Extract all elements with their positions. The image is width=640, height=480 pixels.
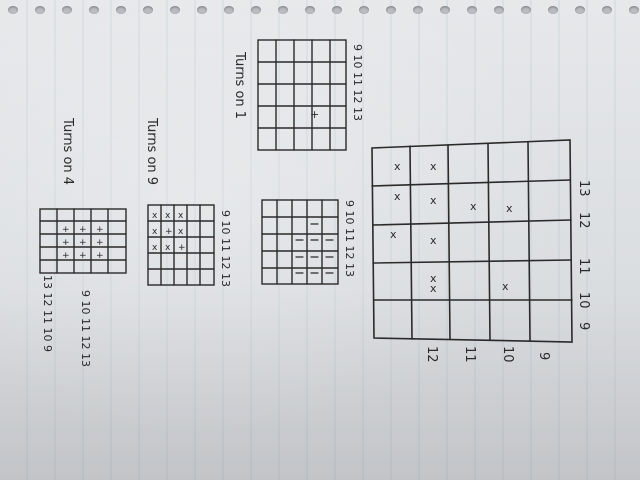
spiral-hole xyxy=(62,6,72,14)
svg-text:x: x xyxy=(178,211,184,221)
large-grid-side-labels: 13 12 11 10 9 12 11 10 9 xyxy=(424,180,591,363)
svg-text:+: + xyxy=(310,108,319,121)
spiral-hole xyxy=(35,6,45,14)
svg-text:+: + xyxy=(62,225,70,235)
spiral-hole xyxy=(170,6,180,14)
spiral-hole xyxy=(359,6,369,14)
spiral-hole xyxy=(467,6,477,14)
spiral-hole xyxy=(332,6,342,14)
spiral-hole xyxy=(116,6,126,14)
svg-text:x: x xyxy=(430,160,437,173)
spiral-hole xyxy=(413,6,423,14)
svg-text:+: + xyxy=(96,225,104,235)
spiral-hole xyxy=(548,6,558,14)
grid4-col-labels: 9 10 11 12 13 xyxy=(351,44,364,121)
svg-text:x: x xyxy=(470,200,477,213)
spiral-hole xyxy=(305,6,315,14)
svg-text:x: x xyxy=(165,211,171,221)
grid-turns-on-4: +++ +++ +++ 13 12 11 10 9 9 10 11 12 13 … xyxy=(39,117,127,367)
svg-text:+: + xyxy=(79,238,87,248)
svg-text:x: x xyxy=(390,228,397,241)
svg-text:11: 11 xyxy=(462,346,477,363)
spiral-hole xyxy=(8,6,18,14)
svg-text:11: 11 xyxy=(576,258,591,275)
svg-text:x: x xyxy=(502,280,509,293)
svg-text:10: 10 xyxy=(576,292,591,309)
spiral-hole xyxy=(224,6,234,14)
spiral-hole xyxy=(251,6,261,14)
svg-text:+: + xyxy=(178,243,186,253)
svg-text:x: x xyxy=(394,160,401,173)
spiral-hole xyxy=(521,6,531,14)
grid-turns-on-1: + Turns on 1 9 10 11 12 13 xyxy=(232,39,364,151)
label-turns-on-9: Turns on 9 xyxy=(144,117,159,185)
svg-text:12: 12 xyxy=(576,212,591,229)
spiral-hole xyxy=(440,6,450,14)
svg-text:x: x xyxy=(430,282,437,295)
svg-text:x: x xyxy=(430,234,437,247)
svg-text:13: 13 xyxy=(576,180,591,197)
spiral-hole xyxy=(494,6,504,14)
svg-text:+: + xyxy=(62,251,70,261)
grid-dashes: 9 10 11 12 13 xyxy=(261,199,356,285)
svg-text:+: + xyxy=(165,227,173,237)
svg-text:9: 9 xyxy=(576,322,591,330)
svg-text:10: 10 xyxy=(500,346,515,363)
svg-text:x: x xyxy=(506,202,513,215)
spiral-hole xyxy=(575,6,585,14)
svg-text:12: 12 xyxy=(424,346,439,363)
spiral-hole xyxy=(602,6,612,14)
svg-text:+: + xyxy=(79,251,87,261)
svg-text:+: + xyxy=(96,238,104,248)
spiral-hole xyxy=(89,6,99,14)
grid1-col-labels: 9 10 11 12 13 xyxy=(79,290,92,367)
svg-text:+: + xyxy=(96,251,104,261)
svg-text:x: x xyxy=(430,272,437,285)
grid2-col-labels: 9 10 11 12 13 xyxy=(219,210,232,287)
svg-text:x: x xyxy=(152,243,158,253)
svg-text:x: x xyxy=(430,194,437,207)
spiral-holes xyxy=(0,0,640,30)
svg-text:x: x xyxy=(394,190,401,203)
label-turns-on-1: Turns on 1 xyxy=(232,51,247,119)
spiral-hole xyxy=(386,6,396,14)
svg-text:x: x xyxy=(152,211,158,221)
svg-text:9: 9 xyxy=(536,352,551,360)
svg-text:x: x xyxy=(165,243,171,253)
grid3-col-labels: 9 10 11 12 13 xyxy=(343,200,356,277)
svg-text:+: + xyxy=(79,225,87,235)
svg-text:+: + xyxy=(62,238,70,248)
spiral-hole xyxy=(197,6,207,14)
label-turns-on-4: Turns on 4 xyxy=(60,117,75,185)
svg-text:x: x xyxy=(152,227,158,237)
grid1-row-labels: 13 12 11 10 9 xyxy=(41,275,54,352)
spiral-hole xyxy=(278,6,288,14)
spiral-hole xyxy=(629,6,639,14)
spiral-hole xyxy=(143,6,153,14)
svg-text:x: x xyxy=(178,227,184,237)
